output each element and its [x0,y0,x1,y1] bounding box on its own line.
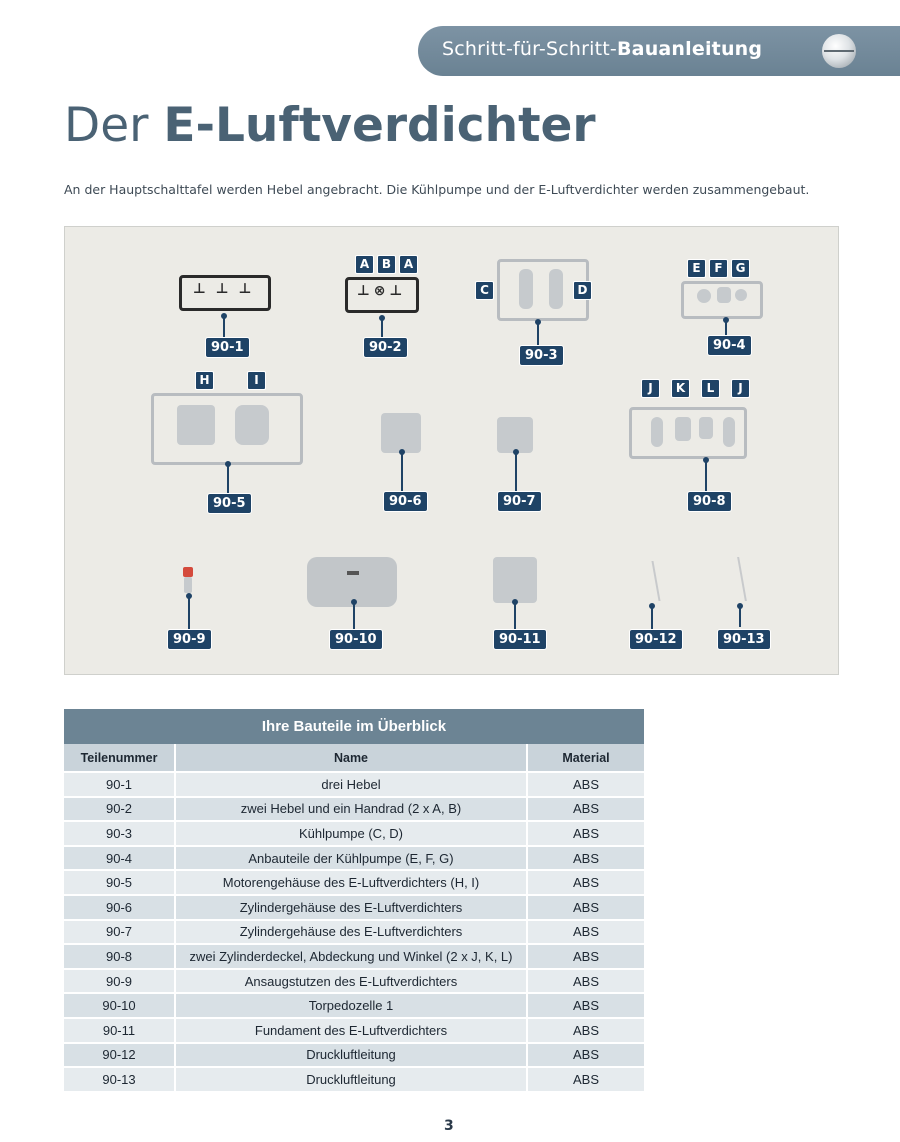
globe-icon [822,34,856,68]
part-number-cell: 90-7 [64,918,176,945]
part-label: 90-12 [629,629,683,650]
part-name-cell: Druckluftleitung [175,1066,528,1091]
part-label: 90-7 [497,491,542,512]
part-label: 90-10 [329,629,383,650]
table-row: 90-7 Zylindergehäuse des E-Luftverdichte… [64,918,644,945]
material-cell: ABS [527,869,644,895]
table-row: 90-2 zwei Hebel und ein Handrad (2 x A, … [64,795,644,822]
letter-label: B [377,255,396,274]
material-cell: ABS [527,795,644,822]
table-row: 90-9 Ansaugstutzen des E-Luftverdichters… [64,967,644,994]
part-name-cell: Kühlpumpe (C, D) [175,820,528,846]
part-name-cell: Zylindergehäuse des E-Luftverdichters [175,893,528,920]
part-number-cell: 90-9 [64,967,176,994]
section-banner: Schritt-für-Schritt-Bauanleitung [418,26,900,76]
material-cell: ABS [527,771,644,797]
letter-label: F [709,259,728,278]
table-row: 90-3 Kühlpumpe (C, D) ABS [64,820,644,846]
letter-label: J [731,379,750,398]
part-name-cell: Fundament des E-Luftverdichters [175,1016,528,1043]
table-row: 90-5 Motorengehäuse des E-Luftverdichter… [64,869,644,895]
letter-label: J [641,379,660,398]
part-name-cell: Zylindergehäuse des E-Luftverdichters [175,918,528,945]
part-number-cell: 90-6 [64,893,176,920]
table-row: 90-1 drei Hebel ABS [64,771,644,797]
part-number-cell: 90-3 [64,820,176,846]
part-name-cell: Torpedozelle 1 [175,992,528,1018]
part-name-cell: Druckluftleitung [175,1041,528,1068]
banner-title: Schritt-für-Schritt-Bauanleitung [442,38,763,60]
part-name-cell: zwei Hebel und ein Handrad (2 x A, B) [175,795,528,822]
material-cell: ABS [527,943,644,969]
part-label: 90-2 [363,337,408,358]
letter-label: E [687,259,706,278]
part-number-cell: 90-10 [64,992,176,1018]
part-number-cell: 90-4 [64,844,176,871]
part-label: 90-9 [167,629,212,650]
part-label: 90-11 [493,629,547,650]
part-label: 90-3 [519,345,564,366]
table-caption: Ihre Bauteile im Überblick [64,709,644,744]
part-label: 90-8 [687,491,732,512]
material-cell: ABS [527,992,644,1018]
letter-label: D [573,281,592,300]
letter-label: A [355,255,374,274]
part-name-cell: Anbauteile der Kühlpumpe (E, F, G) [175,844,528,871]
part-name-cell: Ansaugstutzen des E-Luftverdichters [175,967,528,994]
column-header: Name [175,744,528,772]
letter-label: L [701,379,720,398]
material-cell: ABS [527,967,644,994]
parts-photo: ⊥⊥⊥ 90-1 A B A ⊥⊗⊥ 90-2 C D 90-3 E F G [64,226,839,675]
page-title: Der E-Luftverdichter [64,98,596,153]
letter-label: A [399,255,418,274]
letter-label: C [475,281,494,300]
table-row: 90-6 Zylindergehäuse des E-Luftverdichte… [64,893,644,920]
letter-label: H [195,371,214,390]
part-number-cell: 90-13 [64,1066,176,1091]
table-row: 90-4 Anbauteile der Kühlpumpe (E, F, G) … [64,844,644,871]
part-label: 90-4 [707,335,752,356]
page-number: 3 [444,1118,454,1134]
column-header: Material [527,744,644,772]
part-label: 90-13 [717,629,771,650]
table-row: 90-12 Druckluftleitung ABS [64,1041,644,1068]
part-name-cell: drei Hebel [175,771,528,797]
material-cell: ABS [527,918,644,945]
table-row: 90-8 zwei Zylinderdeckel, Abdeckung und … [64,943,644,969]
part-label: 90-5 [207,493,252,514]
table-row: 90-13 Druckluftleitung ABS [64,1066,644,1091]
part-name-cell: zwei Zylinderdeckel, Abdeckung und Winke… [175,943,528,969]
material-cell: ABS [527,1066,644,1091]
material-cell: ABS [527,893,644,920]
part-number-cell: 90-1 [64,771,176,797]
parts-table: Ihre Bauteile im Überblick Teilenummer N… [64,709,644,1091]
table-row: 90-10 Torpedozelle 1 ABS [64,992,644,1018]
material-cell: ABS [527,1016,644,1043]
part-label: 90-1 [205,337,250,358]
letter-label: I [247,371,266,390]
part-number-cell: 90-2 [64,795,176,822]
column-header: Teilenummer [64,744,176,772]
part-number-cell: 90-8 [64,943,176,969]
material-cell: ABS [527,820,644,846]
letter-label: K [671,379,690,398]
part-name-cell: Motorengehäuse des E-Luftverdichters (H,… [175,869,528,895]
intro-text: An der Hauptschalttafel werden Hebel ang… [64,182,810,197]
part-number-cell: 90-11 [64,1016,176,1043]
table-row: 90-11 Fundament des E-Luftverdichters AB… [64,1016,644,1043]
letter-label: G [731,259,750,278]
material-cell: ABS [527,844,644,871]
part-label: 90-6 [383,491,428,512]
material-cell: ABS [527,1041,644,1068]
part-number-cell: 90-12 [64,1041,176,1068]
part-number-cell: 90-5 [64,869,176,895]
